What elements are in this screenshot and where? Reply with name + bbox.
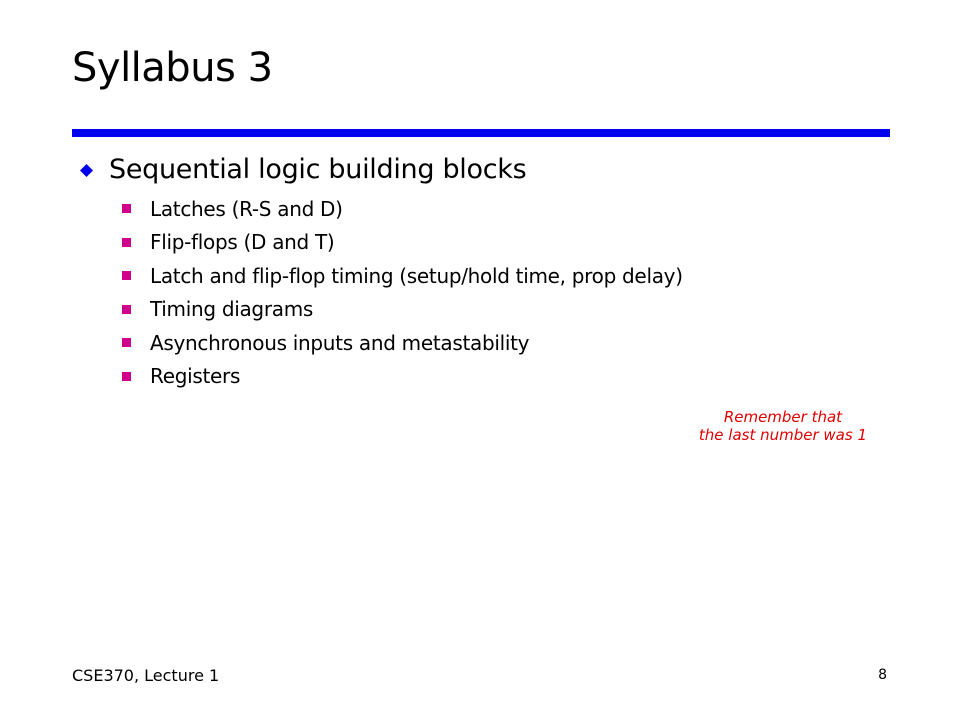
slide-title: Syllabus 3 [72, 45, 273, 91]
square-bullet-icon [122, 338, 131, 348]
sub-bullet-item: Flip-flops (D and T) [122, 226, 683, 260]
main-bullet-text: Sequential logic building blocks [109, 154, 527, 185]
reminder-note-line-1: Remember that [723, 408, 843, 426]
square-bullet-icon [122, 204, 131, 214]
sub-bullet-text: Registers [150, 364, 241, 389]
footer-course-label: CSE370, Lecture 1 [72, 666, 220, 685]
sub-bullet-item: Latches (R-S and D) [122, 192, 683, 226]
sub-bullet-item: Timing diagrams [122, 293, 683, 327]
square-bullet-icon [122, 237, 131, 247]
square-bullet-icon [122, 371, 131, 381]
title-underline-rule [72, 129, 890, 137]
sub-bullet-list: Latches (R-S and D) Flip-flops (D and T)… [122, 192, 683, 393]
square-bullet-icon [122, 271, 131, 281]
reminder-note: Remember that the last number was 1 [699, 408, 867, 444]
sub-bullet-item: Latch and flip-flop timing (setup/hold t… [122, 259, 683, 293]
sub-bullet-text: Asynchronous inputs and metastability [150, 330, 530, 355]
square-bullet-icon [122, 304, 131, 314]
sub-bullet-text: Latches (R-S and D) [150, 196, 343, 221]
sub-bullet-text: Timing diagrams [150, 297, 314, 322]
sub-bullet-item: Asynchronous inputs and metastability [122, 326, 683, 360]
sub-bullet-text: Flip-flops (D and T) [150, 230, 335, 255]
diamond-bullet-icon [80, 163, 93, 177]
reminder-note-line-2: the last number was 1 [698, 426, 867, 444]
footer-page-number: 8 [878, 667, 887, 683]
sub-bullet-item: Registers [122, 360, 683, 394]
sub-bullet-text: Latch and flip-flop timing (setup/hold t… [150, 263, 683, 288]
main-bullet-item: Sequential logic building blocks [80, 154, 527, 186]
